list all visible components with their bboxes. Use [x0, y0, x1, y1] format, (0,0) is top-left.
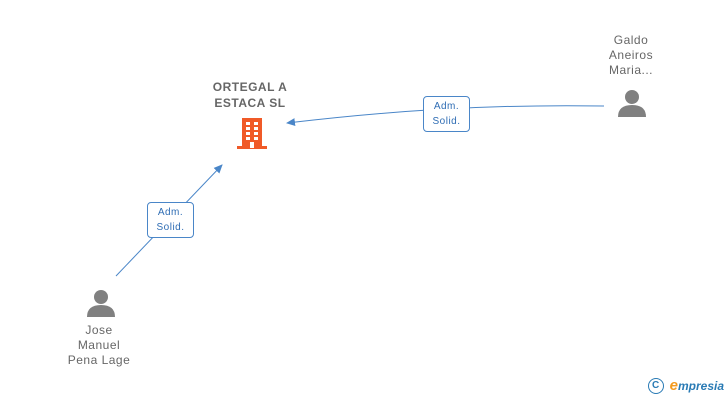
person-icon[interactable] [86, 288, 116, 318]
edge-role-badge[interactable]: Adm. Solid. [147, 202, 194, 238]
empresia-logo: C e mpresia [647, 377, 724, 394]
person-name-jose[interactable]: Jose Manuel Pena Lage [67, 323, 131, 367]
edge-role-badge[interactable]: Adm. Solid. [423, 96, 470, 132]
logo-initial: e [669, 377, 678, 394]
building-icon[interactable] [236, 116, 268, 150]
person-icon[interactable] [617, 88, 647, 118]
copyright-icon: C [647, 377, 664, 394]
person-name-galdo[interactable]: Galdo Aneiros Maria... [608, 33, 654, 77]
company-name[interactable]: ORTEGAL A ESTACA SL [212, 80, 288, 110]
logo-text: mpresia [677, 378, 724, 393]
